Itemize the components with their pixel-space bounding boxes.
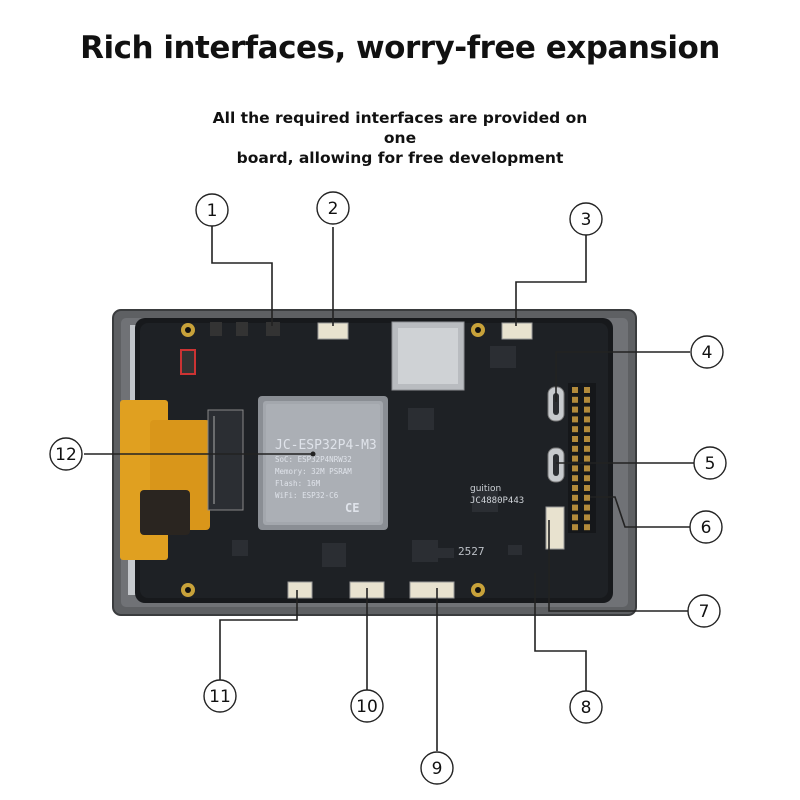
callout-7: 7 <box>687 594 721 628</box>
subtitle-line-1: All the required interfaces are provided… <box>212 109 588 147</box>
callout-5: 5 <box>693 446 727 480</box>
header-pin <box>584 504 590 511</box>
header-pin <box>572 485 578 491</box>
leader-lines <box>84 226 694 751</box>
ce-mark: CE <box>345 501 359 515</box>
header-pin <box>572 475 578 482</box>
header-pin <box>572 524 578 531</box>
header-pin <box>584 514 590 521</box>
header-pin <box>572 494 578 501</box>
subtitle-line-2: board, allowing for free development <box>236 149 564 167</box>
pin-header <box>568 383 596 533</box>
header-pin <box>572 387 578 393</box>
module-wifi: WiFi: ESP32-C6 <box>275 491 339 500</box>
callout-9-label: 9 <box>432 759 443 779</box>
header-pin <box>572 504 578 511</box>
leader-line-1 <box>211 226 273 326</box>
callout-2-label: 2 <box>328 199 339 219</box>
header-pin <box>584 524 590 531</box>
module-memory: Memory: 32M PSRAM <box>275 467 352 476</box>
header-pin <box>584 494 590 501</box>
callout-9: 9 <box>420 751 454 785</box>
callout-12: 12 <box>49 437 83 471</box>
header-pin <box>572 396 578 403</box>
header-pin <box>572 455 578 462</box>
header-pin <box>584 416 590 423</box>
callout-1-label: 1 <box>207 201 218 221</box>
callouts: 1 2 3 4 5 6 7 8 9 10 11 12 <box>49 191 727 785</box>
callout-11-label: 11 <box>209 687 231 707</box>
header-pin <box>584 436 590 442</box>
leader-line-3 <box>515 235 587 326</box>
date-code: 2527 <box>458 545 485 558</box>
header-pin <box>572 514 578 521</box>
header-pin <box>584 455 590 462</box>
smd-components <box>180 322 522 567</box>
module-name: JC-ESP32P4-M3 <box>275 438 377 453</box>
usb-c-port-1 <box>547 386 565 422</box>
sd-card-slot <box>391 321 465 391</box>
module-flash: Flash: 16M <box>275 479 321 488</box>
header-pin <box>584 465 590 472</box>
brand-logo: guition <box>470 484 501 494</box>
page-title: Rich interfaces, worry-free expansion <box>80 30 720 66</box>
header-pin <box>572 406 578 413</box>
board-model: JC4880P443 <box>470 496 524 506</box>
connector-3 <box>501 322 533 340</box>
callout-3: 3 <box>569 202 603 236</box>
header-pin <box>572 436 578 442</box>
page-subtitle: All the required interfaces are provided… <box>200 108 600 168</box>
callout-4-label: 4 <box>702 343 713 363</box>
callout-6-label: 6 <box>701 518 712 538</box>
callout-1: 1 <box>195 193 229 227</box>
header-pin <box>584 485 590 491</box>
esp32-module: JC-ESP32P4-M3 SoC: ESP32P4NRW32 Memory: … <box>258 396 388 530</box>
header-pin <box>572 426 578 433</box>
header-pin <box>584 406 590 413</box>
connector-7 <box>545 506 565 550</box>
leader-line-7 <box>548 520 688 612</box>
header-pin <box>572 416 578 423</box>
header-pin <box>584 445 590 452</box>
callout-7-label: 7 <box>699 602 710 622</box>
callout-3-label: 3 <box>581 210 592 230</box>
callout-2: 2 <box>316 191 350 225</box>
header-pin <box>584 396 590 403</box>
callout-11: 11 <box>203 679 237 713</box>
module-soc: SoC: ESP32P4NRW32 <box>275 455 352 464</box>
callout-10: 10 <box>350 689 384 723</box>
header-pin <box>584 475 590 482</box>
fpc-connector <box>207 409 244 511</box>
callout-12-label: 12 <box>55 445 77 465</box>
callout-8-label: 8 <box>581 698 592 718</box>
header-pin <box>584 387 590 393</box>
leader-line-6 <box>590 496 690 528</box>
callout-8: 8 <box>569 690 603 724</box>
header-pin <box>584 426 590 433</box>
callout-4: 4 <box>690 335 724 369</box>
callout-6: 6 <box>689 510 723 544</box>
leader-line-8 <box>534 573 587 691</box>
header-pin <box>572 465 578 472</box>
leader-line-11 <box>219 590 298 680</box>
connector-11 <box>287 581 313 599</box>
callout-10-label: 10 <box>356 697 378 717</box>
leader-line-4 <box>555 351 690 402</box>
display-flex-cable <box>120 400 244 560</box>
usb-c-port-2 <box>547 447 565 483</box>
connector-9 <box>409 581 455 599</box>
header-pin <box>572 445 578 452</box>
callout-5-label: 5 <box>705 454 716 474</box>
